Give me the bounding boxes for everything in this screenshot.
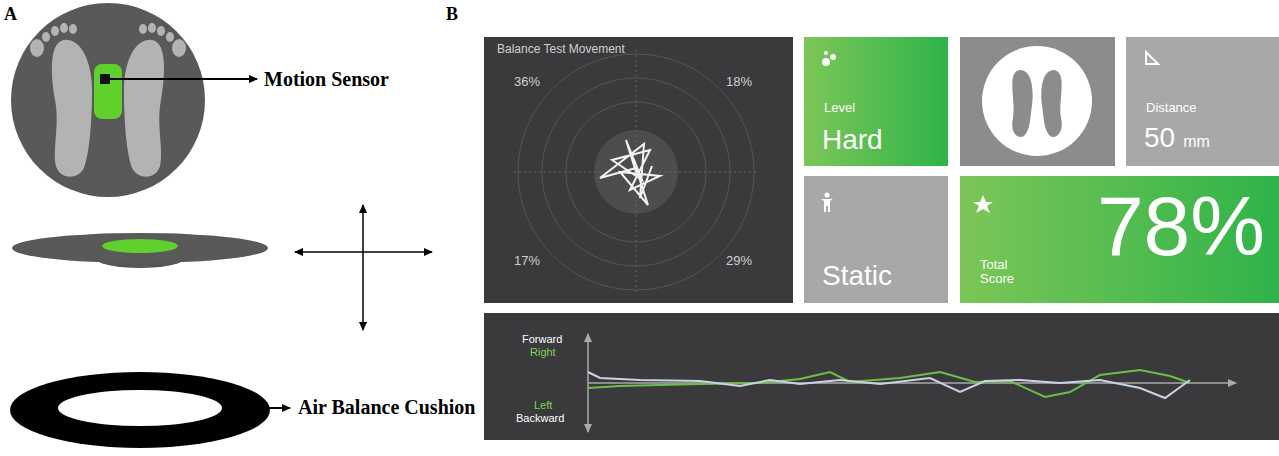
quadrant-percent: 36% bbox=[514, 75, 540, 89]
score-value: 78% bbox=[1097, 180, 1265, 272]
tile-value: 50 bbox=[1144, 123, 1175, 154]
movement-panel: Balance Test Movement 36% 18% 17% 29% bbox=[484, 37, 793, 303]
panel-title: Balance Test Movement bbox=[497, 43, 625, 56]
tile-unit: mm bbox=[1183, 133, 1210, 151]
axis-label: Right bbox=[530, 346, 556, 358]
tile-label: Distance bbox=[1146, 101, 1197, 115]
score-tile: Total Score 78% bbox=[960, 176, 1279, 303]
axis-label: Forward bbox=[522, 333, 562, 345]
tile-label: Level bbox=[824, 101, 855, 115]
part-name: Motion Sensor bbox=[264, 68, 389, 91]
panel-letter: B bbox=[446, 4, 458, 25]
tile-label: Total Score bbox=[980, 258, 1028, 287]
tile-value: Static bbox=[822, 261, 892, 292]
level-tile: LevelHard bbox=[804, 37, 948, 166]
quadrant-percent: 18% bbox=[726, 75, 752, 89]
distance-tile: Distance 50 mm bbox=[1126, 37, 1279, 166]
timeline-panel: ForwardRightLeftBackward bbox=[484, 313, 1279, 440]
axis-label: Left bbox=[534, 399, 552, 411]
quadrant-percent: 17% bbox=[514, 254, 540, 268]
mode-tile: Static bbox=[804, 176, 948, 303]
part-name: Air Balance Cushion bbox=[298, 396, 475, 419]
panel-letter: A bbox=[4, 4, 17, 25]
quadrant-percent: 29% bbox=[726, 254, 752, 268]
axis-label: Backward bbox=[516, 412, 564, 424]
tile-value: Hard bbox=[822, 125, 883, 156]
